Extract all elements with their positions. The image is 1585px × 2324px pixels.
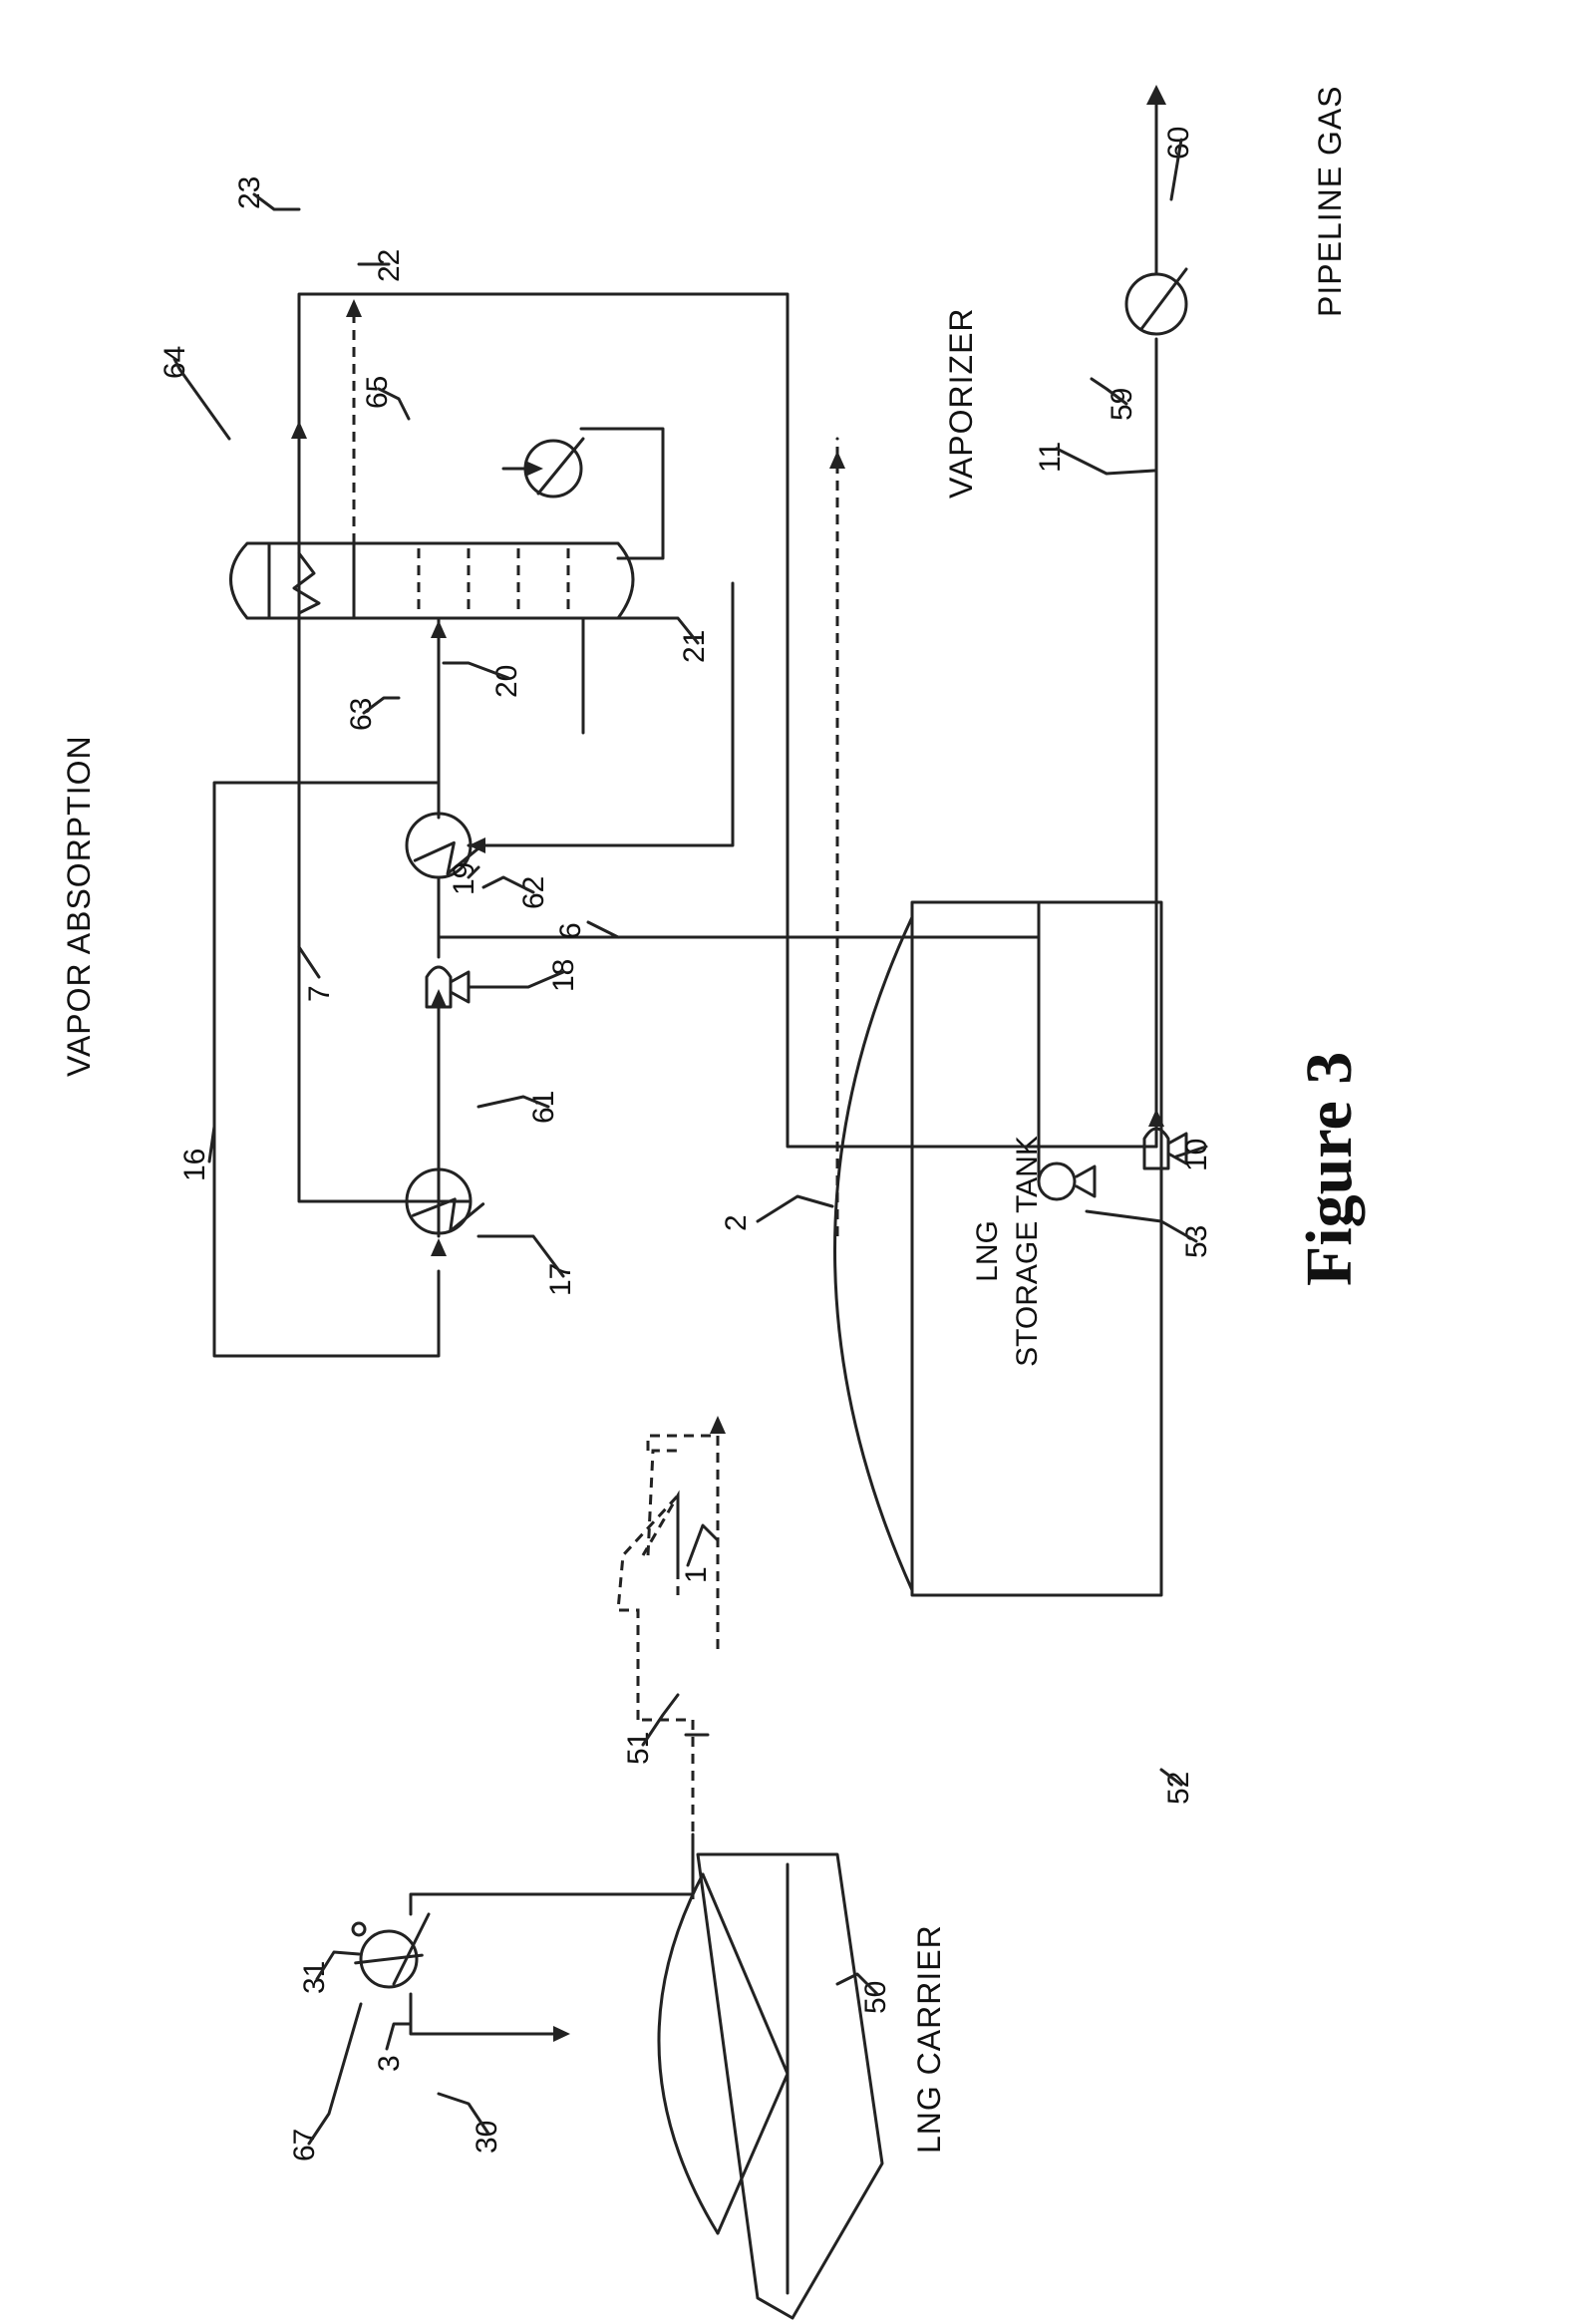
lng-storage-tank-52-icon: LNG STORAGE TANK bbox=[835, 902, 1162, 1595]
caption-lng-carrier: LNG CARRIER bbox=[911, 1924, 947, 2154]
ref-17: 17 bbox=[544, 1263, 577, 1296]
ref-23: 23 bbox=[233, 176, 266, 209]
ref-numerals: 1 2 3 6 7 10 11 16 17 18 19 20 21 22 23 … bbox=[158, 127, 1213, 2161]
pipeline-gas-label: PIPELINE GAS bbox=[1312, 85, 1348, 317]
pump-62-icon bbox=[427, 967, 469, 1007]
heat-exchanger-61-icon bbox=[407, 1169, 483, 1243]
ref-7: 7 bbox=[303, 985, 336, 1002]
ref-21: 21 bbox=[678, 630, 711, 663]
caption-vapor-absorption: VAPOR ABSORPTION bbox=[61, 735, 97, 1077]
ref-61: 61 bbox=[527, 1091, 560, 1124]
reboiler-heater-icon bbox=[503, 439, 583, 497]
lng-carrier-ship-icon bbox=[659, 1854, 882, 2318]
figure-caption: Figure 3 bbox=[1293, 1052, 1366, 1286]
leader-lines bbox=[174, 140, 1206, 2144]
vaporizer-label: VAPORIZER bbox=[943, 307, 979, 498]
absorption-column-64-icon bbox=[231, 543, 634, 618]
ref-11: 11 bbox=[1034, 442, 1067, 473]
vapor-absorption-label: VAPOR ABSORPTION bbox=[61, 735, 97, 1077]
ref-19: 19 bbox=[448, 862, 480, 895]
ref-3: 3 bbox=[373, 2055, 406, 2072]
ref-2: 2 bbox=[720, 1214, 753, 1231]
ref-20: 20 bbox=[490, 665, 523, 698]
ref-16: 16 bbox=[178, 1149, 211, 1181]
heater-60-icon bbox=[1126, 269, 1186, 334]
ref-1: 1 bbox=[680, 1566, 713, 1583]
ref-65: 65 bbox=[361, 376, 394, 409]
ref-50: 50 bbox=[859, 1981, 892, 2014]
pump-53-icon bbox=[1039, 1163, 1095, 1199]
figure-title: Figure 3 bbox=[1293, 1052, 1366, 1286]
ref-52: 52 bbox=[1162, 1772, 1195, 1805]
tank-label-line1: LNG bbox=[971, 1220, 1004, 1282]
lng-carrier-label: LNG CARRIER bbox=[911, 1924, 947, 2154]
ref-63: 63 bbox=[345, 698, 378, 731]
ref-30: 30 bbox=[471, 2121, 503, 2154]
caption-vaporizer: VAPORIZER bbox=[943, 307, 979, 498]
ref-6: 6 bbox=[554, 922, 587, 939]
caption-pipeline-gas: PIPELINE GAS bbox=[1312, 85, 1348, 317]
heater-67-icon bbox=[353, 1914, 429, 1987]
